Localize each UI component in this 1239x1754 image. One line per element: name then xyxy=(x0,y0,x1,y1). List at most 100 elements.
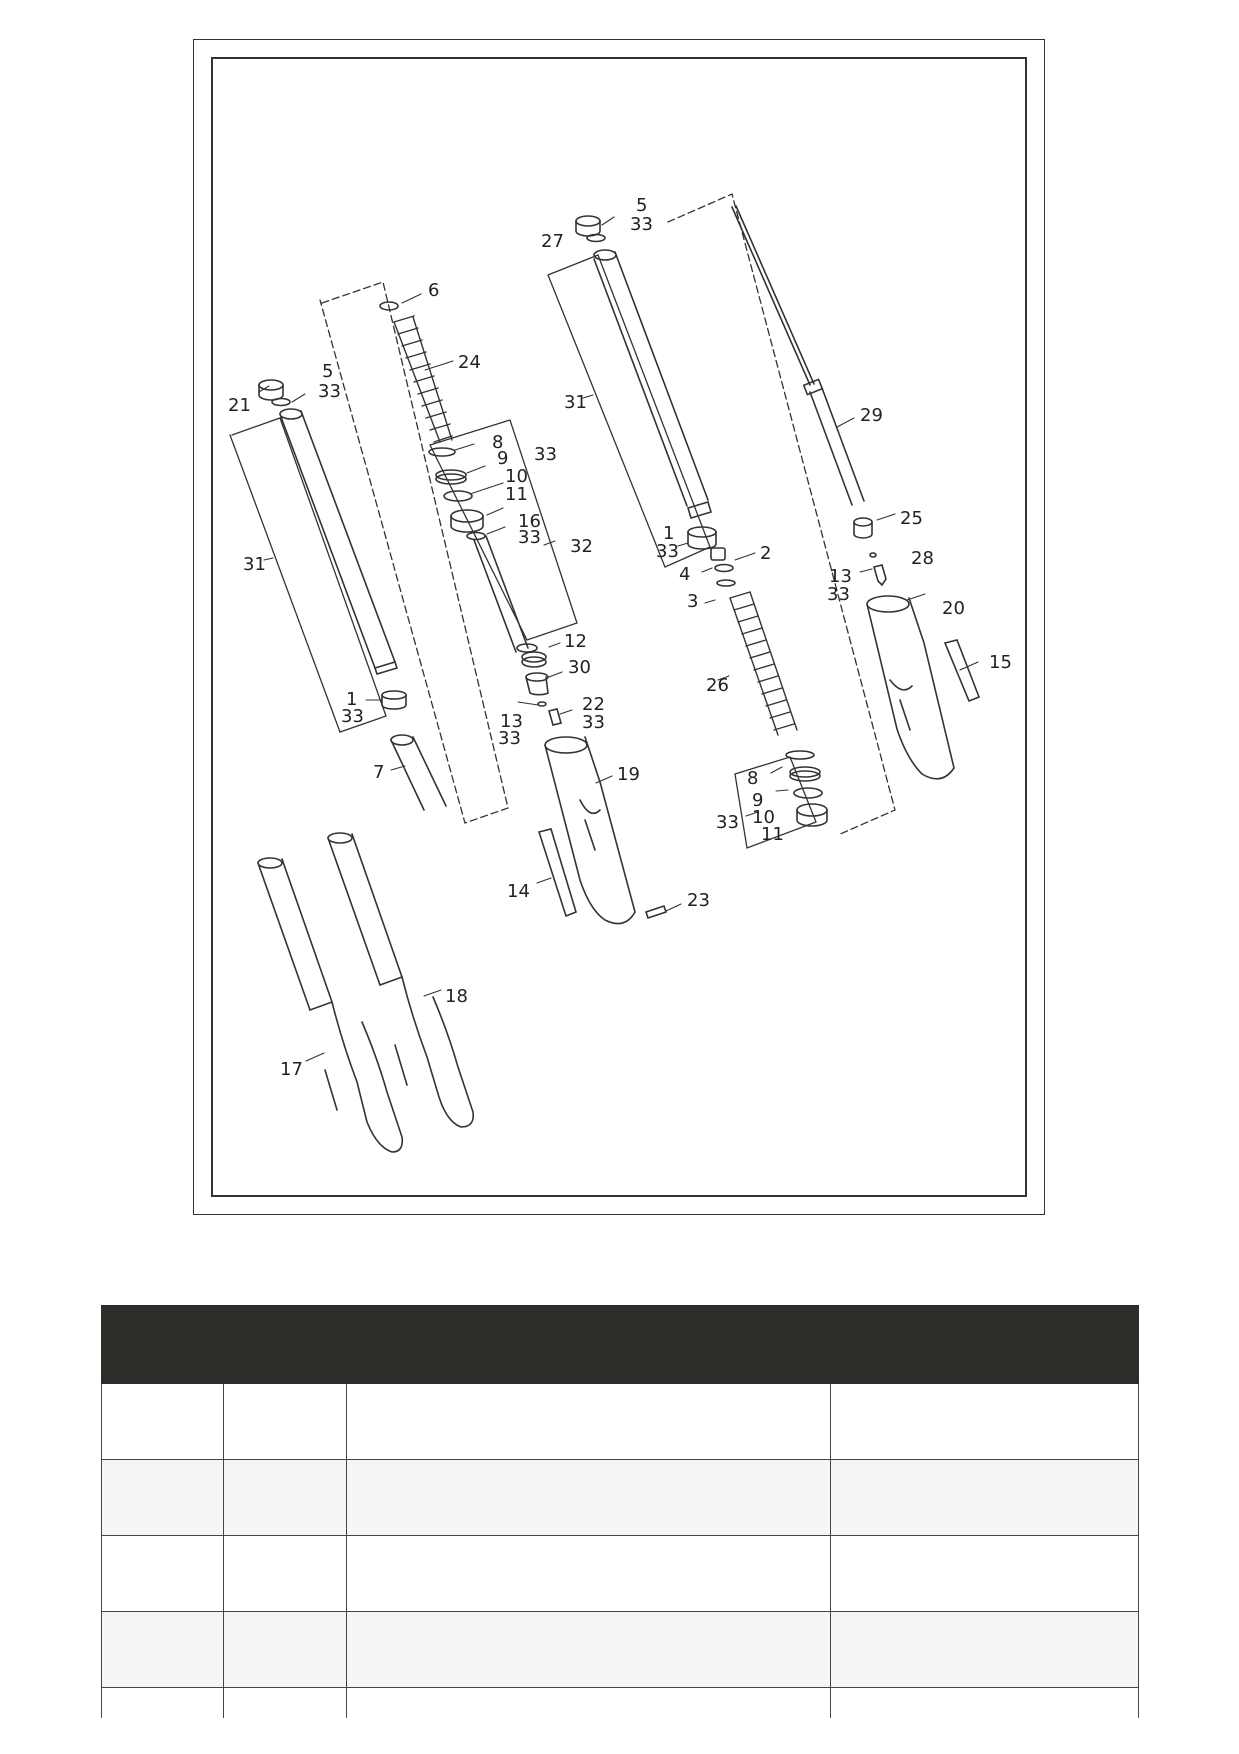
diagram-inner-frame xyxy=(211,57,1027,1197)
assembly-dashed-lines xyxy=(319,193,896,836)
spring-lower xyxy=(729,591,798,736)
fork-assembly-17 xyxy=(257,857,404,1153)
table-cell xyxy=(101,1535,224,1612)
callout-5: 5 xyxy=(636,195,647,216)
callout-33: 33 xyxy=(656,541,679,562)
table-cell xyxy=(223,1535,347,1612)
callout-30: 30 xyxy=(568,657,591,678)
table-cell xyxy=(101,1611,224,1688)
assembly-bracket-lines xyxy=(229,254,817,849)
callout-22: 22 xyxy=(582,694,605,715)
callout-labels: 27 5 33 6 24 21 5 33 31 29 8 9 33 10 11 … xyxy=(228,195,1012,1080)
callout-9: 9 xyxy=(752,790,763,811)
callout-28: 28 xyxy=(911,548,934,569)
callout-11: 11 xyxy=(505,484,528,505)
callout-19: 19 xyxy=(617,764,640,785)
leader-lines xyxy=(258,216,979,1062)
callout-20: 20 xyxy=(942,598,965,619)
fork-tube-right xyxy=(593,249,712,519)
table-row xyxy=(101,1687,1139,1718)
table-cell xyxy=(346,1687,831,1718)
table-cell xyxy=(346,1611,831,1688)
table-row xyxy=(101,1383,1139,1460)
callout-32: 32 xyxy=(570,536,593,557)
callout-8: 8 xyxy=(492,432,503,453)
cartridge-tube xyxy=(473,535,529,653)
callout-1: 1 xyxy=(663,523,674,544)
callout-33: 33 xyxy=(341,706,364,727)
table-cell xyxy=(101,1459,224,1536)
callout-18: 18 xyxy=(445,986,468,1007)
guard-15 xyxy=(943,639,981,703)
fork-exploded-diagram: 27 5 33 6 24 21 5 33 31 29 8 9 33 10 11 … xyxy=(228,193,1012,1153)
table-cell xyxy=(101,1383,224,1460)
table-cell xyxy=(223,1687,347,1718)
callout-17: 17 xyxy=(280,1059,303,1080)
callout-14: 14 xyxy=(507,881,530,902)
callout-16: 16 xyxy=(518,511,541,532)
spring-upper xyxy=(393,315,453,443)
header-cell-3 xyxy=(346,1305,831,1384)
table-cell xyxy=(101,1687,224,1718)
header-cell-4 xyxy=(830,1305,1139,1384)
table-cell xyxy=(223,1459,347,1536)
parts-table-wrapper xyxy=(101,1305,1139,1718)
table-header-row xyxy=(101,1305,1139,1384)
lower-leg-19 xyxy=(544,736,636,925)
table-row xyxy=(101,1611,1139,1688)
callout-4: 4 xyxy=(679,564,690,585)
callout-13: 13 xyxy=(500,711,523,732)
callout-33: 33 xyxy=(827,584,850,605)
callout-6: 6 xyxy=(428,280,439,301)
callout-26: 26 xyxy=(706,675,729,696)
fork-tube-left xyxy=(279,408,399,675)
lower-leg-20 xyxy=(866,595,955,780)
callout-10: 10 xyxy=(505,466,528,487)
small-parts xyxy=(258,215,887,920)
damper-rod xyxy=(731,205,865,506)
callout-3: 3 xyxy=(687,591,698,612)
callout-33: 33 xyxy=(582,712,605,733)
parts-table xyxy=(101,1305,1139,1718)
table-cell xyxy=(223,1383,347,1460)
callout-33: 33 xyxy=(318,381,341,402)
table-cell xyxy=(830,1611,1139,1688)
callout-25: 25 xyxy=(900,508,923,529)
callout-13: 13 xyxy=(829,566,852,587)
fork-assembly-18 xyxy=(327,832,475,1128)
callout-15: 15 xyxy=(989,652,1012,673)
inner-tube-7 xyxy=(390,734,447,811)
callout-33: 33 xyxy=(630,214,653,235)
table-cell xyxy=(830,1535,1139,1612)
callout-31: 31 xyxy=(243,554,266,575)
callout-10: 10 xyxy=(752,807,775,828)
callout-21: 21 xyxy=(228,395,251,416)
table-row xyxy=(101,1535,1139,1612)
guard-14 xyxy=(537,828,577,918)
table-cell xyxy=(830,1383,1139,1460)
table-cell xyxy=(346,1535,831,1612)
callout-31: 31 xyxy=(564,392,587,413)
callout-23: 23 xyxy=(687,890,710,911)
callout-7: 7 xyxy=(373,762,384,783)
callout-33: 33 xyxy=(716,812,739,833)
table-cell xyxy=(830,1459,1139,1536)
callout-33: 33 xyxy=(534,444,557,465)
callout-1: 1 xyxy=(346,689,357,710)
callout-33: 33 xyxy=(518,527,541,548)
table-cell xyxy=(830,1687,1139,1718)
callout-5: 5 xyxy=(322,361,333,382)
header-cell-2 xyxy=(223,1305,347,1384)
table-cell xyxy=(346,1459,831,1536)
callout-24: 24 xyxy=(458,352,481,373)
callout-2: 2 xyxy=(760,543,771,564)
table-cell xyxy=(346,1383,831,1460)
diagram-outer-frame xyxy=(193,39,1045,1215)
callout-29: 29 xyxy=(860,405,883,426)
callout-27: 27 xyxy=(541,231,564,252)
callout-9: 9 xyxy=(497,448,508,469)
table-cell xyxy=(223,1611,347,1688)
callout-8: 8 xyxy=(747,768,758,789)
header-cell-1 xyxy=(101,1305,224,1384)
callout-33: 33 xyxy=(498,728,521,749)
